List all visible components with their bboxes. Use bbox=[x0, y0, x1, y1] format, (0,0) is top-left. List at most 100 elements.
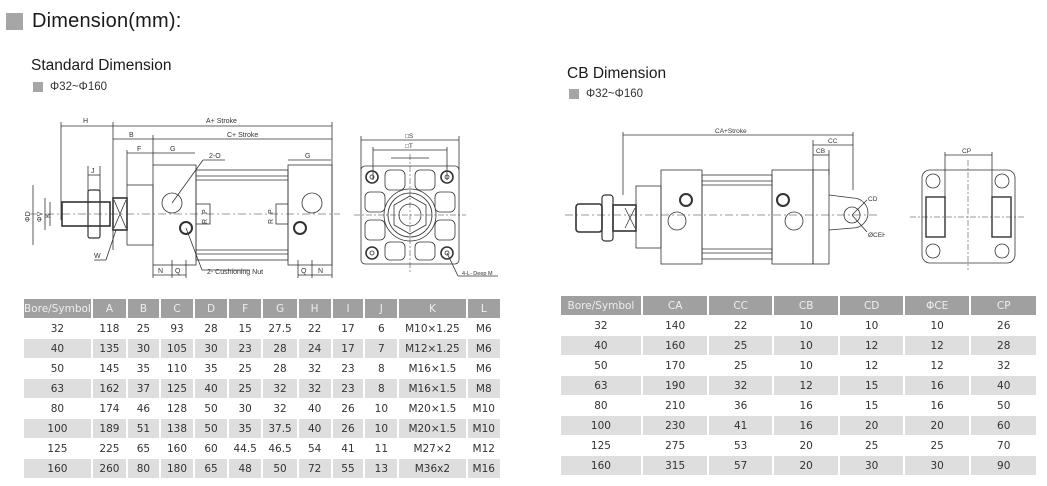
value-cell: 35 bbox=[204, 362, 218, 375]
value-cell: 32 bbox=[307, 362, 322, 375]
header-cell: J bbox=[365, 299, 398, 318]
value-cell: M10 bbox=[472, 402, 495, 415]
range-bullet-icon bbox=[33, 82, 43, 92]
value-cell: 210 bbox=[665, 399, 686, 412]
svg-text:K: K bbox=[45, 213, 52, 218]
value-cell: 36 bbox=[733, 399, 748, 412]
value-cell: 90 bbox=[971, 456, 1036, 475]
value-cell: 105 bbox=[160, 339, 194, 358]
value-cell: M10 bbox=[467, 419, 500, 438]
header-cell: F bbox=[228, 299, 262, 318]
svg-text:R: R bbox=[202, 219, 209, 224]
value-cell: 57 bbox=[709, 456, 772, 475]
bore-cell: 160 bbox=[24, 459, 91, 478]
bore-cell: 63 bbox=[561, 376, 641, 395]
value-cell: 125 bbox=[160, 379, 194, 398]
value-cell: 16 bbox=[773, 416, 839, 435]
value-cell: M6 bbox=[475, 362, 492, 375]
value-cell: 225 bbox=[99, 442, 120, 455]
svg-text:J: J bbox=[91, 168, 95, 175]
value-cell: 22 bbox=[733, 319, 748, 332]
value-cell: 162 bbox=[92, 379, 126, 398]
value-cell: M10×1.25 bbox=[405, 322, 460, 335]
svg-text:CC: CC bbox=[828, 138, 838, 145]
svg-text:N: N bbox=[158, 268, 163, 275]
value-cell: 16 bbox=[930, 399, 944, 412]
svg-text:4-L- Deep M: 4-L- Deep M bbox=[462, 271, 493, 277]
value-cell: 23 bbox=[341, 362, 355, 375]
value-cell: 28 bbox=[263, 339, 297, 358]
value-cell: 40 bbox=[971, 376, 1036, 395]
value-cell: 16 bbox=[799, 399, 813, 412]
svg-text:R: R bbox=[268, 219, 275, 224]
value-cell: 315 bbox=[642, 456, 708, 475]
value-cell: 160 bbox=[642, 336, 708, 355]
value-cell: 80 bbox=[128, 459, 159, 478]
value-cell: 32 bbox=[997, 359, 1011, 372]
value-cell: 25 bbox=[864, 439, 879, 452]
value-cell: 20 bbox=[904, 416, 970, 435]
svg-text:CP: CP bbox=[962, 148, 971, 155]
value-cell: 110 bbox=[166, 362, 188, 375]
bore-cell: 40 bbox=[561, 336, 641, 355]
bore-cell: 50 bbox=[50, 362, 65, 375]
value-cell: 25 bbox=[930, 439, 944, 452]
svg-text:CB: CB bbox=[816, 148, 825, 155]
header-cell: CA bbox=[642, 296, 708, 315]
value-cell: 30 bbox=[128, 339, 159, 358]
value-cell: 53 bbox=[733, 439, 748, 452]
cb-range: Φ32~Φ160 bbox=[569, 88, 643, 100]
table-header-row: Bore/Symbol A B C D F G H I J K L bbox=[24, 299, 500, 318]
value-cell: M12×1.25 bbox=[399, 339, 466, 358]
svg-text:G: G bbox=[305, 153, 310, 160]
value-cell: 70 bbox=[997, 439, 1011, 452]
value-cell: 30 bbox=[238, 402, 252, 415]
value-cell: M16×1.5 bbox=[408, 362, 457, 375]
value-cell: 6 bbox=[378, 322, 385, 335]
standard-range: Φ32~Φ160 bbox=[33, 81, 107, 93]
value-cell: 10 bbox=[365, 419, 398, 438]
value-cell: 128 bbox=[166, 402, 188, 415]
header-cell: D bbox=[195, 299, 227, 318]
header-cell: G bbox=[263, 299, 297, 318]
value-cell: 40 bbox=[195, 379, 227, 398]
standard-end-view-drawing: □S □T 4-L- Deep M bbox=[354, 133, 498, 277]
bore-cell: 50 bbox=[594, 359, 608, 372]
value-cell: 10 bbox=[799, 359, 813, 372]
table-header-row: Bore/Symbol CA CC CB CD ΦCE CP bbox=[561, 296, 1036, 315]
svg-text:A+ Stroke: A+ Stroke bbox=[206, 118, 237, 125]
value-cell: 15 bbox=[840, 376, 903, 395]
value-cell: 32 bbox=[263, 379, 297, 398]
page-title-text: Dimension(mm): bbox=[32, 9, 182, 32]
value-cell: 7 bbox=[365, 339, 398, 358]
value-cell: 20 bbox=[840, 416, 903, 435]
header-cell: Bore/Symbol bbox=[24, 299, 91, 318]
value-cell: 180 bbox=[160, 459, 194, 478]
header-cell: C bbox=[160, 299, 194, 318]
value-cell: 40 bbox=[298, 419, 331, 438]
value-cell: 8 bbox=[378, 362, 385, 375]
value-cell: 93 bbox=[170, 322, 184, 335]
svg-text:Q: Q bbox=[175, 268, 181, 275]
value-cell: 65 bbox=[136, 442, 151, 455]
value-cell: M20×1.5 bbox=[408, 402, 457, 415]
svg-text:ØCEH9: ØCEH9 bbox=[868, 232, 885, 239]
cb-range-text: Φ32~Φ160 bbox=[586, 88, 644, 100]
value-cell: 260 bbox=[92, 459, 126, 478]
value-cell: 10 bbox=[799, 319, 813, 332]
header-cell: K bbox=[399, 299, 466, 318]
value-cell: 26 bbox=[341, 402, 355, 415]
value-cell: 65 bbox=[195, 459, 227, 478]
value-cell: 32 bbox=[273, 402, 287, 415]
value-cell: M12 bbox=[472, 442, 495, 455]
value-cell: 25 bbox=[136, 322, 151, 335]
svg-text:C+ Stroke: C+ Stroke bbox=[227, 132, 258, 139]
